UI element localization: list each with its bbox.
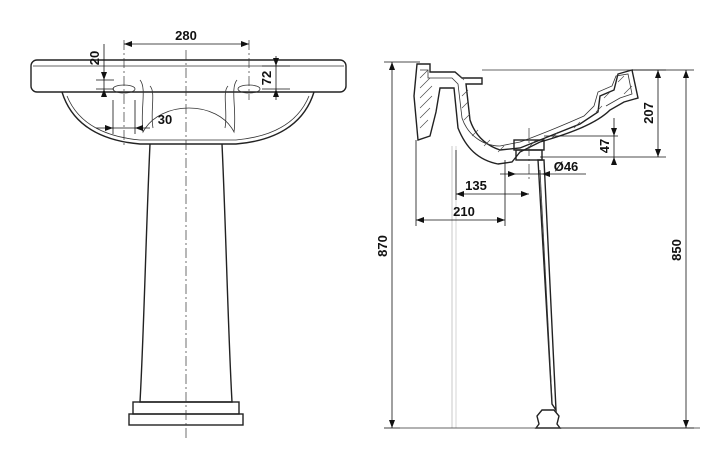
dim-hole-offset-label: 20 xyxy=(87,51,102,65)
dim-total-height: 870 xyxy=(375,61,420,429)
side-view: 207 47 Ø46 135 xyxy=(375,61,700,429)
dim-depth: 210 xyxy=(415,140,506,226)
dim-hole-diameter: 30 xyxy=(96,100,172,134)
dim-waste-diameter: Ø46 xyxy=(500,159,586,177)
dim-hole-spacing: 280 xyxy=(124,28,249,47)
dim-waste-offset: 135 xyxy=(455,150,529,200)
basin-body xyxy=(61,91,315,145)
dim-bowl-depth-label: 207 xyxy=(641,102,656,124)
front-view: 280 20 72 30 xyxy=(30,28,347,438)
section-hatching xyxy=(419,69,633,153)
dim-hole-offset: 20 xyxy=(87,44,114,97)
basin-rim xyxy=(30,59,347,93)
dim-hole-spacing-label: 280 xyxy=(175,28,197,43)
dim-rim-height: 850 xyxy=(560,69,694,429)
dim-waste-diameter-label: Ø46 xyxy=(554,159,579,174)
dim-rim-height-label-side: 850 xyxy=(669,239,684,261)
pedestal-foot-section xyxy=(534,409,562,429)
dim-depth-label: 210 xyxy=(453,204,475,219)
dim-waste-height: 47 xyxy=(544,118,618,165)
dim-total-height-label: 870 xyxy=(375,235,390,257)
dim-waste-offset-label: 135 xyxy=(465,178,487,193)
pedestal-side-section xyxy=(537,159,557,413)
bowl-opening xyxy=(139,79,238,134)
basin-section-outer xyxy=(413,63,639,165)
dim-rim-height: 72 xyxy=(259,56,290,100)
dim-hole-diameter-label: 30 xyxy=(158,112,172,127)
dim-rim-height-label: 72 xyxy=(259,71,274,85)
dim-waste-height-label: 47 xyxy=(597,139,612,153)
